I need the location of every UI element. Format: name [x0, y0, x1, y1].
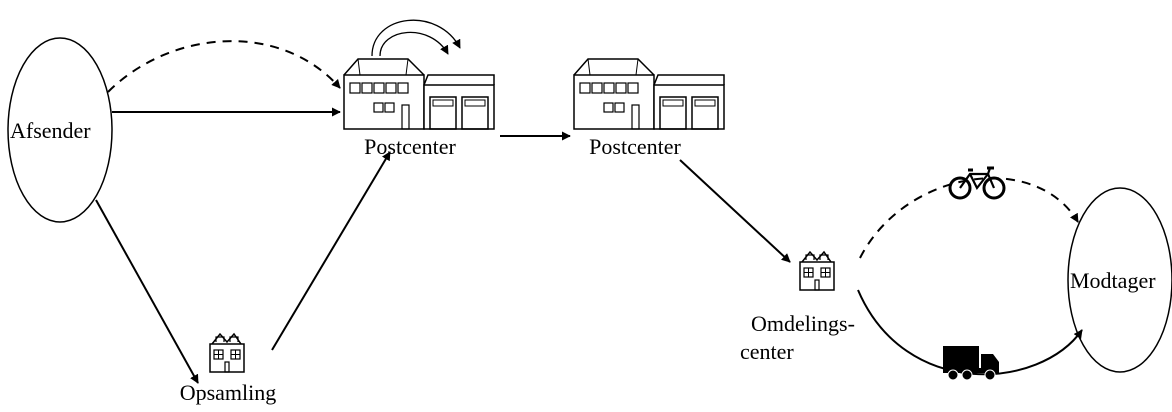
pickup-to-postcenter-arrow: [271, 151, 391, 351]
postcenter-1-label: Postcenter: [364, 134, 456, 159]
distribution-to-receiver-dashed-arrow: [859, 177, 1079, 259]
distribution-label: Omdelings- center: [738, 310, 868, 365]
postcenter-building-icon: [573, 58, 725, 130]
sender-to-pickup-arrow: [95, 199, 199, 384]
postcenter-to-distribution-arrow: [679, 159, 791, 263]
postcenter-internal-arrow-inner: [379, 31, 449, 57]
bicycle-icon: [948, 166, 1006, 200]
receiver-label: Modtager: [1070, 268, 1156, 293]
postcenter-2-label: Postcenter: [589, 134, 681, 159]
distribution-label-line2: center: [740, 338, 794, 364]
distribution-label-line1: Omdelings-: [751, 311, 855, 336]
sender-to-postcenter-dashed-arrow: [107, 40, 341, 93]
small-house-icon: [799, 251, 835, 291]
receiver-node: [1067, 187, 1172, 373]
sender-label: Afsender: [10, 118, 91, 143]
truck-icon: [943, 346, 999, 381]
small-house-icon: [209, 333, 245, 373]
postcenter-internal-arrow-outer: [371, 19, 461, 57]
pickup-label: Opsamling: [179, 380, 277, 405]
postcenter-building-icon: [343, 58, 495, 130]
sender-node: [7, 37, 113, 223]
